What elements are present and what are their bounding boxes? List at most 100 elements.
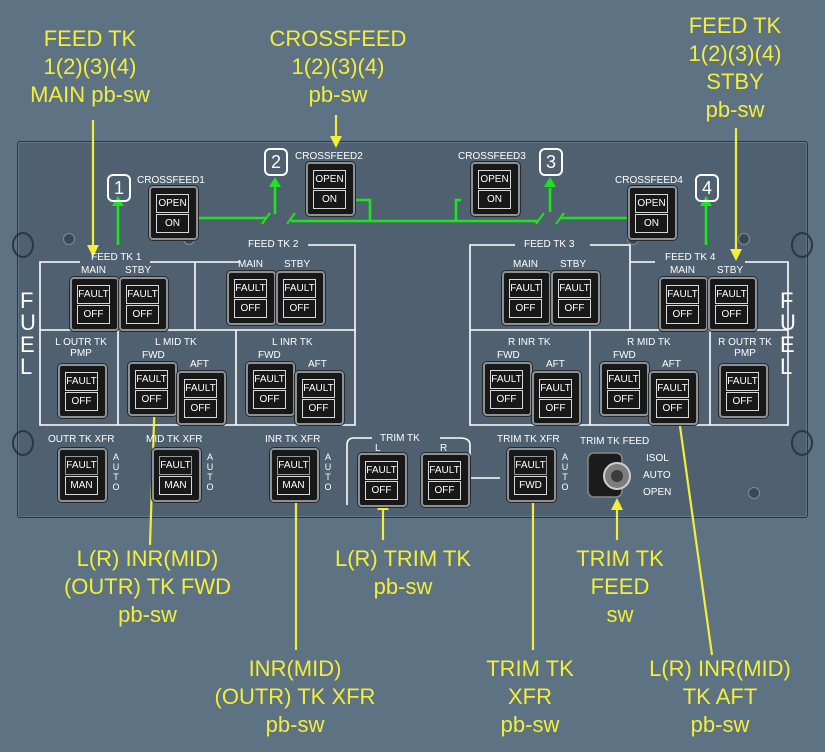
tank-number-1: 1 — [107, 174, 131, 202]
label-r-mid-tk: R MID TK — [627, 337, 671, 348]
callout-inr-aft: L(R) INR(MID) TK AFT pb-sw — [649, 656, 791, 737]
flow-break-marks — [261, 212, 565, 225]
label-mid-tk-xfr: MID TK XFR — [146, 434, 203, 445]
label-aft: AFT — [190, 359, 209, 370]
on-legend: ON — [478, 190, 511, 209]
fault-legend: FAULT — [77, 285, 110, 304]
label-main: MAIN — [81, 265, 106, 276]
trim-tk-l-button[interactable]: FAULT OFF — [358, 453, 407, 507]
feed-tk2-main-button[interactable]: FAULT OFF — [227, 271, 276, 325]
label-stby: STBY — [284, 259, 311, 270]
r-mid-tk-aft-button[interactable]: FAULT OFF — [649, 371, 698, 425]
fault-legend: FAULT — [539, 379, 572, 398]
label-isol: ISOL — [646, 453, 669, 464]
trim-tk-xfr-button[interactable]: FAULT FWD — [507, 448, 556, 502]
fuel-letter-right: E — [780, 332, 795, 357]
crossfeed1-button[interactable]: OPEN ON — [149, 186, 198, 240]
off-legend: OFF — [184, 399, 217, 418]
l-mid-tk-aft-button[interactable]: FAULT OFF — [177, 371, 226, 425]
feed-tk4-stby-button[interactable]: FAULT OFF — [708, 277, 757, 331]
off-legend: OFF — [302, 399, 335, 418]
off-legend: OFF — [490, 390, 523, 409]
feed-tk3-main-button[interactable]: FAULT OFF — [502, 271, 551, 325]
feed-tk3-stby-button[interactable]: FAULT OFF — [551, 271, 600, 325]
off-legend: OFF — [65, 392, 98, 411]
r-outr-tk-pmp-button[interactable]: FAULT OFF — [719, 364, 768, 418]
fault-legend: FAULT — [607, 370, 640, 389]
tank-number-2: 2 — [264, 148, 288, 176]
screw — [748, 487, 760, 499]
callout-trim-xfr: TRIM TK XFR pb-sw — [486, 656, 574, 737]
fwd-legend: FWD — [514, 476, 547, 495]
r-inr-tk-aft-button[interactable]: FAULT OFF — [532, 371, 581, 425]
label-l-inr-tk: L INR TK — [272, 337, 313, 348]
crossfeed2-button[interactable]: OPEN ON — [306, 162, 355, 216]
fault-legend: FAULT — [558, 279, 591, 298]
label-crossfeed3: CROSSFEED3 — [458, 151, 526, 162]
feed-tk2-stby-button[interactable]: FAULT OFF — [276, 271, 325, 325]
inr-tk-xfr-button[interactable]: FAULT MAN — [270, 448, 319, 502]
label-l-outr-tk: L OUTR TK PMP — [55, 337, 107, 359]
fuel-letter-left: F — [20, 288, 34, 313]
off-legend: OFF — [234, 299, 267, 318]
mid-tk-xfr-button[interactable]: FAULT MAN — [152, 448, 201, 502]
label-trim-tk-xfr: TRIM TK XFR — [497, 434, 560, 445]
off-legend: OFF — [726, 392, 759, 411]
fuel-flow-lines — [116, 185, 708, 245]
l-outr-tk-pmp-button[interactable]: FAULT OFF — [58, 364, 107, 418]
fault-legend: FAULT — [514, 456, 547, 475]
label-feed-tk3: FEED TK 3 — [524, 239, 575, 250]
label-fwd: FWD — [258, 350, 281, 361]
off-legend: OFF — [656, 399, 689, 418]
label-trim-tk-feed: TRIM TK FEED — [580, 436, 650, 447]
label-feed-tk4: FEED TK 4 — [665, 252, 716, 263]
outr-tk-xfr-button[interactable]: FAULT MAN — [58, 448, 107, 502]
label-stby: STBY — [125, 265, 152, 276]
fault-legend: FAULT — [428, 461, 461, 480]
mounting-bracket — [12, 232, 34, 258]
r-inr-tk-fwd-button[interactable]: FAULT OFF — [483, 362, 532, 416]
off-legend: OFF — [253, 390, 286, 409]
on-legend: ON — [313, 190, 346, 209]
callout-feed-stby: FEED TK 1(2)(3)(4) STBY pb-sw — [688, 13, 782, 122]
fault-legend: FAULT — [509, 279, 542, 298]
off-legend: OFF — [126, 305, 159, 324]
man-legend: MAN — [65, 476, 98, 495]
fuel-letter-left: L — [20, 354, 33, 379]
fuel-letter-left: U — [20, 310, 36, 335]
trim-tk-r-button[interactable]: FAULT OFF — [421, 453, 470, 507]
feed-tk4-main-button[interactable]: FAULT OFF — [659, 277, 708, 331]
label-r-outr-tk: R OUTR TK PMP — [718, 337, 772, 359]
fault-legend: FAULT — [65, 372, 98, 391]
crossfeed3-button[interactable]: OPEN ON — [471, 162, 520, 216]
r-mid-tk-fwd-button[interactable]: FAULT OFF — [600, 362, 649, 416]
man-legend: MAN — [159, 476, 192, 495]
l-mid-tk-fwd-button[interactable]: FAULT OFF — [128, 362, 177, 416]
label-open: OPEN — [643, 487, 672, 498]
screw — [738, 233, 750, 245]
feed-tk1-main-button[interactable]: FAULT OFF — [70, 277, 119, 331]
label-main: MAIN — [238, 259, 263, 270]
crossfeed4-button[interactable]: OPEN ON — [628, 186, 677, 240]
l-inr-tk-aft-button[interactable]: FAULT OFF — [295, 371, 344, 425]
mounting-bracket — [12, 430, 34, 456]
label-trim-r: R — [440, 443, 448, 454]
label-outr-tk-xfr: OUTR TK XFR — [48, 434, 115, 445]
label-main: MAIN — [670, 265, 695, 276]
fault-legend: FAULT — [283, 279, 316, 298]
label-inr-tk-xfr: INR TK XFR — [265, 434, 321, 445]
label-aft: AFT — [662, 359, 681, 370]
fault-legend: FAULT — [135, 370, 168, 389]
fault-legend: FAULT — [726, 372, 759, 391]
feed-tk1-stby-button[interactable]: FAULT OFF — [119, 277, 168, 331]
fault-legend: FAULT — [277, 456, 310, 475]
l-inr-tk-fwd-button[interactable]: FAULT OFF — [246, 362, 295, 416]
on-legend: ON — [156, 214, 189, 233]
open-legend: OPEN — [635, 194, 668, 213]
label-crossfeed2: CROSSFEED2 — [295, 151, 363, 162]
fault-legend: FAULT — [656, 379, 689, 398]
trim-tk-feed-selector[interactable] — [588, 453, 634, 497]
off-legend: OFF — [509, 299, 542, 318]
